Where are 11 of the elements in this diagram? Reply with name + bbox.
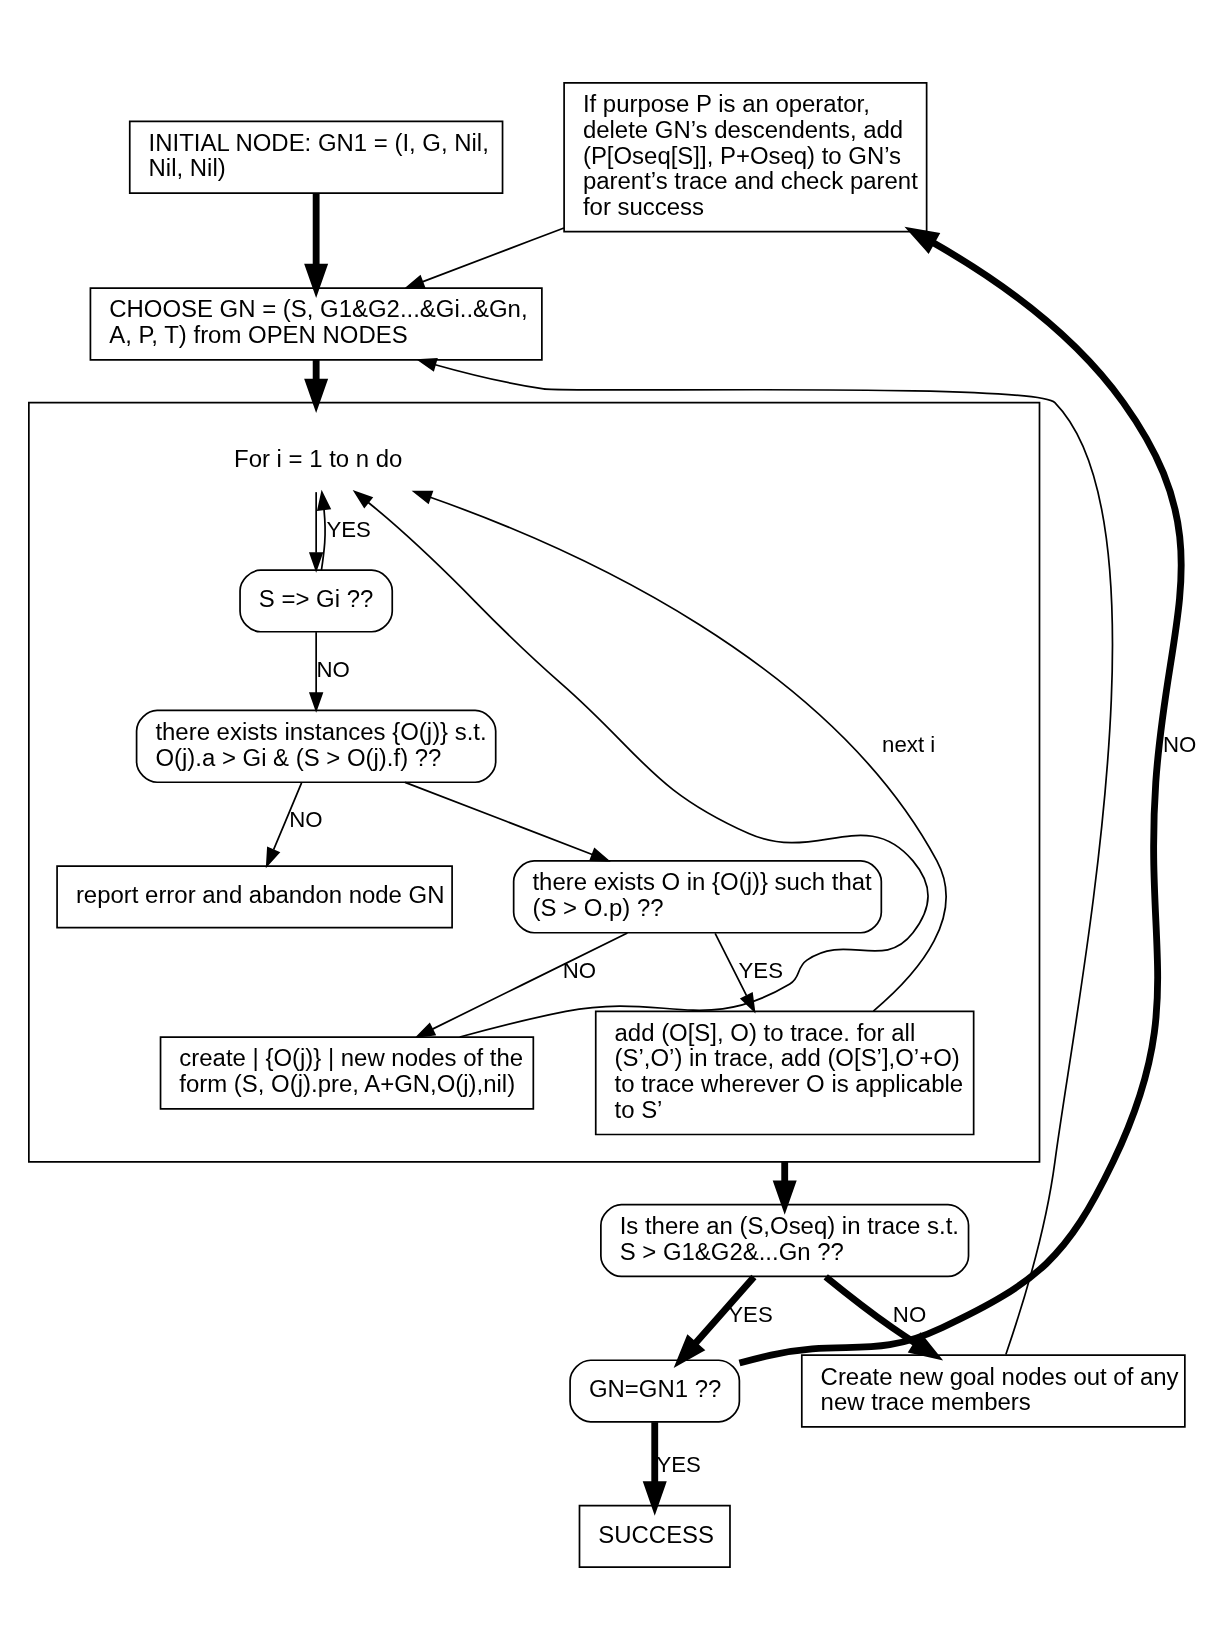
edge-label: NO [316, 656, 350, 682]
edge-label: NO [1163, 732, 1197, 758]
edge-label: NO [562, 957, 597, 983]
edge-label: YES [656, 1452, 701, 1478]
node-text: For i = 1 to n do [234, 445, 403, 473]
edge-label: YES [728, 1301, 773, 1327]
edge-label: next i [882, 732, 936, 758]
edge-label: YES [326, 516, 371, 542]
edge-label: YES [738, 957, 783, 983]
edge-label: NO [289, 807, 323, 833]
edge-label: NO [892, 1301, 927, 1327]
